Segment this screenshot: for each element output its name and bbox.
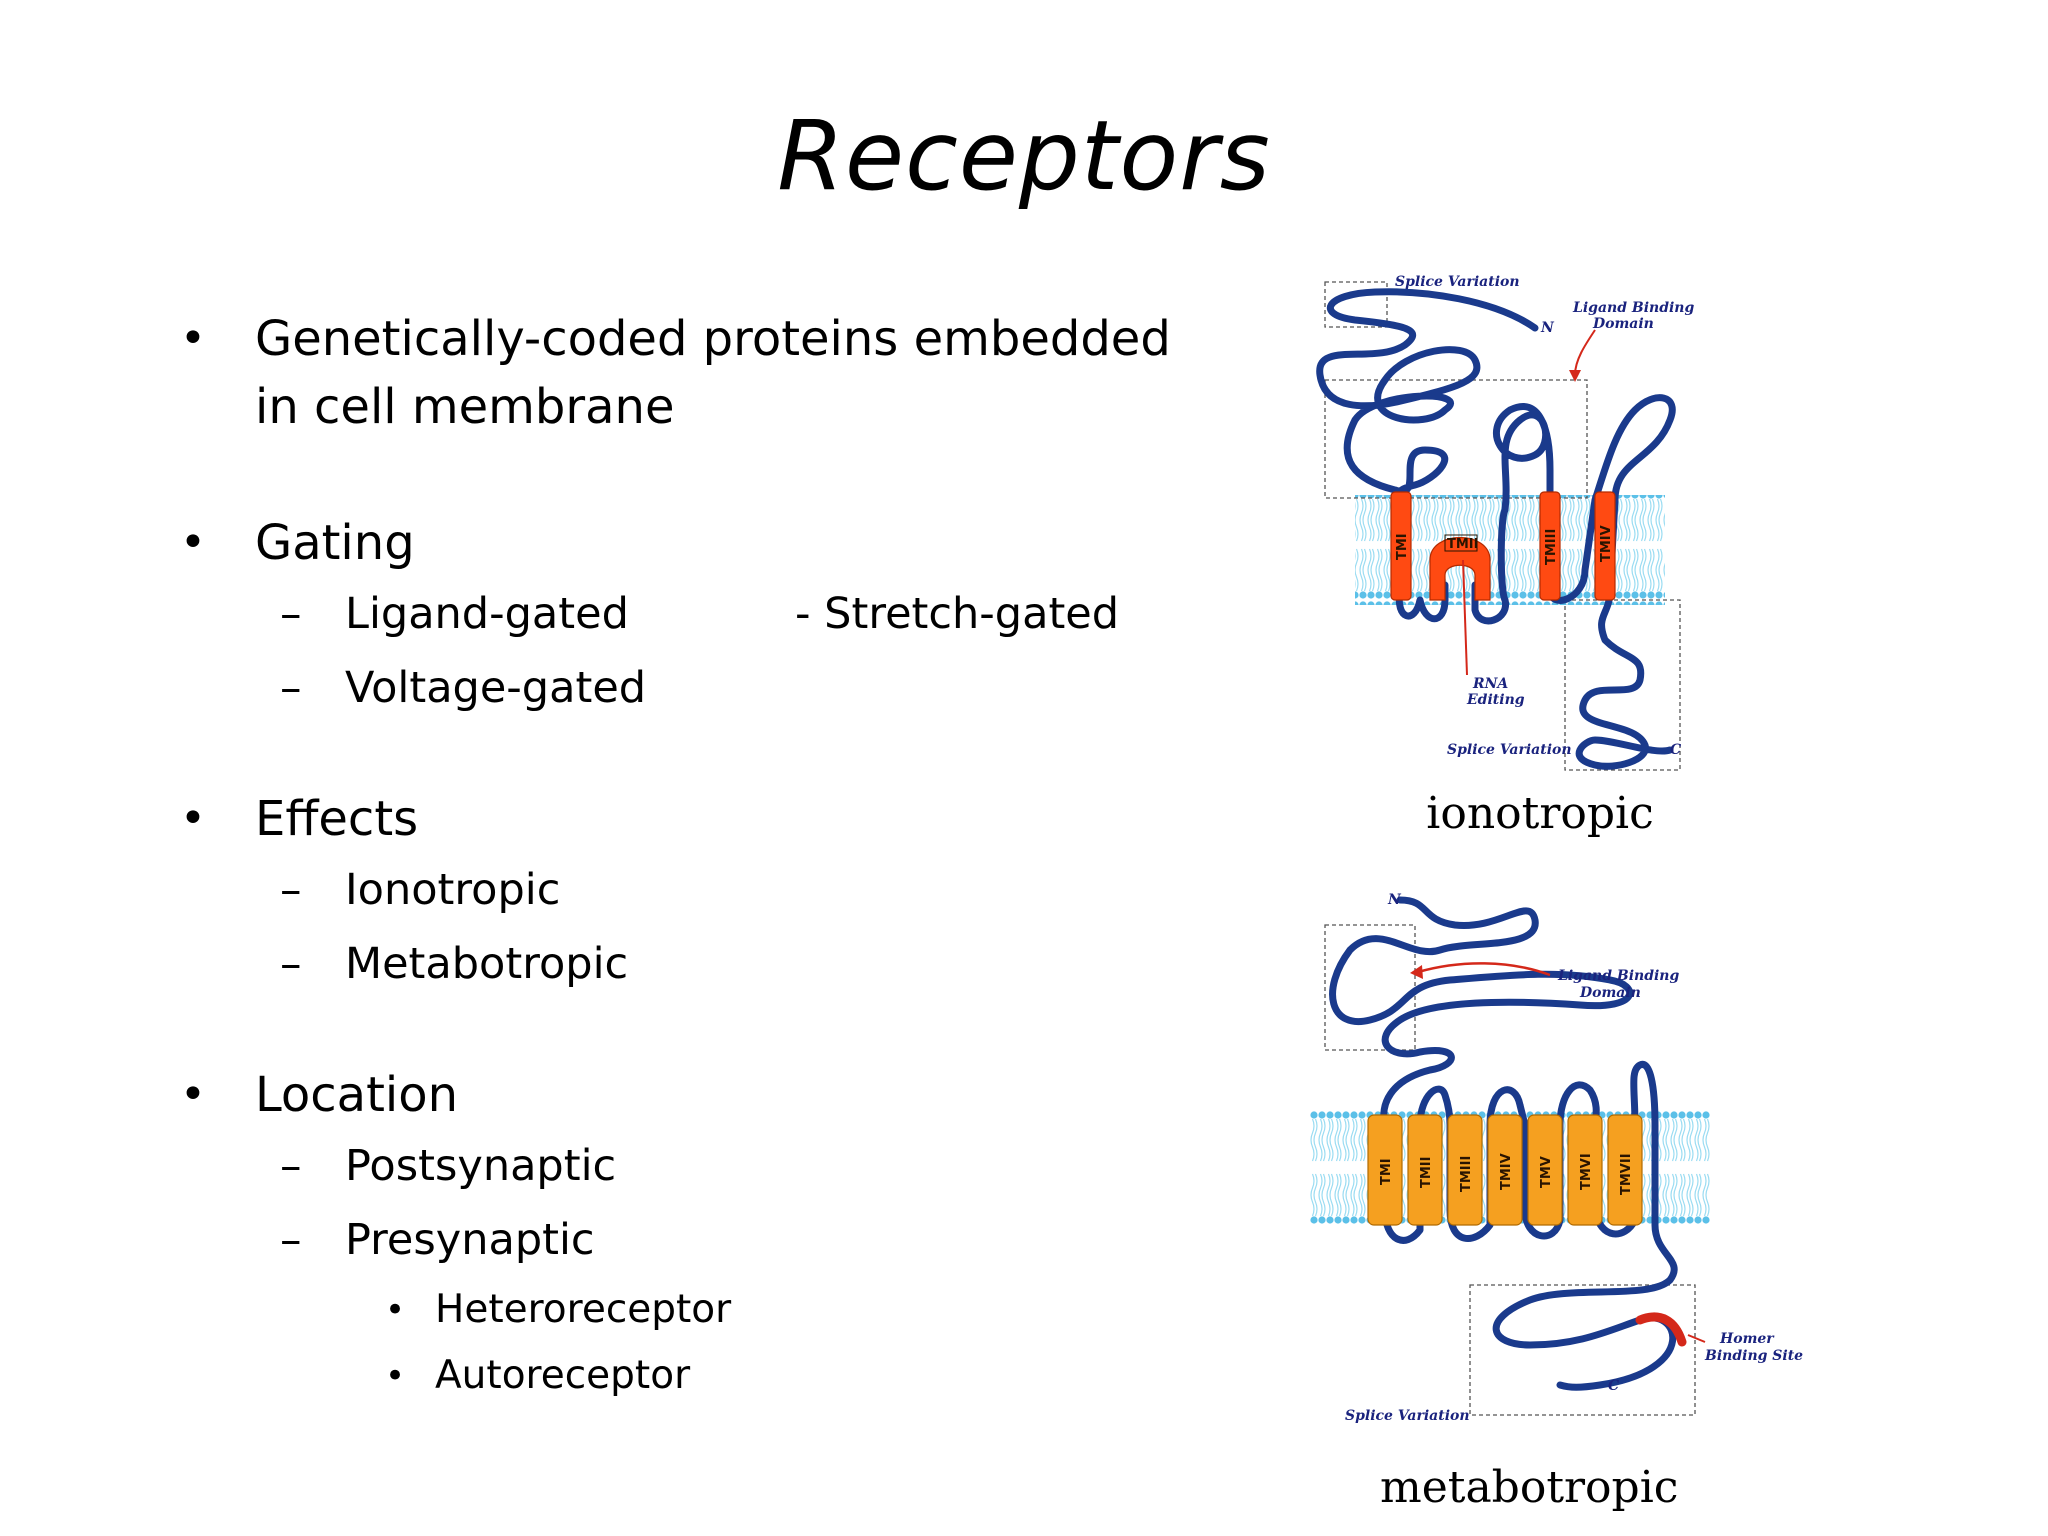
bullet-location: • Location bbox=[180, 1061, 1230, 1129]
helix-3 bbox=[1447, 1114, 1483, 1226]
subitem-metabotropic: – Metabotropic bbox=[180, 927, 1230, 1001]
splice-label-bottom: Splice Variation bbox=[1447, 742, 1572, 758]
ligand-label-line2: Domain bbox=[1579, 985, 1641, 1001]
rna-label-line1: RNA bbox=[1472, 676, 1508, 692]
subsubitem-heteroreceptor: • Heteroreceptor bbox=[180, 1277, 1230, 1343]
bullet-text-line2: in cell membrane bbox=[255, 379, 675, 435]
dash-marker: – bbox=[280, 663, 302, 713]
ligand-label-line1: Ligand Binding bbox=[1572, 300, 1694, 316]
bullet-marker: • bbox=[385, 1356, 406, 1396]
helix-label: TMVII bbox=[1619, 1153, 1634, 1195]
bullet-effects: • Effects bbox=[180, 785, 1230, 853]
helix-label: TMII bbox=[1419, 1157, 1434, 1188]
protein-chain bbox=[1329, 896, 1678, 1391]
dash-marker: – bbox=[280, 939, 302, 989]
tm-segment-1 bbox=[1390, 491, 1412, 601]
ligand-arrow bbox=[1417, 962, 1551, 977]
splice-box-top bbox=[1324, 281, 1388, 328]
helix-label: TMVI bbox=[1579, 1153, 1594, 1190]
bullet-text: Location bbox=[255, 1067, 459, 1123]
dash-marker: – bbox=[280, 1215, 302, 1265]
subitem-text: Ionotropic bbox=[345, 865, 561, 915]
tm-segment-3 bbox=[1539, 491, 1561, 601]
helix-6 bbox=[1567, 1114, 1603, 1226]
ligand-label-line1: Ligand Binding bbox=[1557, 968, 1679, 984]
subitem-presynaptic: – Presynaptic bbox=[180, 1203, 1230, 1277]
splice-label-top: Splice Variation bbox=[1395, 274, 1520, 290]
bullet-marker: • bbox=[180, 793, 206, 844]
helix-group bbox=[1367, 1114, 1643, 1226]
subitem-stretch-gated: - Stretch-gated bbox=[795, 589, 1120, 639]
ligand-arrowhead bbox=[1410, 965, 1423, 979]
bullet-outline: • Genetically-coded proteins embedded in… bbox=[180, 305, 1230, 1409]
subsubitem-text: Autoreceptor bbox=[435, 1353, 691, 1398]
homer-binding-segment bbox=[1635, 1312, 1687, 1347]
rna-editing-line bbox=[1462, 559, 1468, 676]
subitem-postsynaptic: – Postsynaptic bbox=[180, 1129, 1230, 1203]
helix-label: TMIV bbox=[1499, 1153, 1514, 1190]
helix-1 bbox=[1367, 1114, 1403, 1226]
bullet-text: Gating bbox=[255, 515, 415, 571]
helix-2 bbox=[1407, 1114, 1443, 1226]
rna-label-line2: Editing bbox=[1466, 692, 1525, 708]
helix-label: TMIII bbox=[1459, 1156, 1474, 1192]
slide-title: Receptors bbox=[777, 100, 1271, 212]
subitem-text: Metabotropic bbox=[345, 939, 629, 989]
subitem-text: Ligand-gated bbox=[345, 589, 629, 639]
tm-label: TMIII bbox=[1544, 529, 1559, 565]
tm-segment-4 bbox=[1594, 491, 1616, 601]
ligand-arrowhead bbox=[1569, 370, 1581, 382]
metabotropic-diagram: TMI TMII TMIII TMIV TMV TMVI TMVII N Lig… bbox=[1310, 892, 1803, 1424]
dash-marker: – bbox=[280, 589, 302, 639]
subitem-ionotropic: – Ionotropic bbox=[180, 853, 1230, 927]
ionotropic-caption: ionotropic bbox=[1426, 788, 1654, 839]
tm-label: TMI bbox=[1395, 533, 1410, 560]
c-terminus-label: C bbox=[1608, 1378, 1619, 1394]
helix-7 bbox=[1607, 1114, 1643, 1226]
subitem-text: Voltage-gated bbox=[345, 663, 647, 713]
bullet-marker: • bbox=[385, 1290, 406, 1330]
bullet-marker: • bbox=[180, 313, 206, 364]
helix-label: TMV bbox=[1539, 1156, 1554, 1188]
helix-5 bbox=[1527, 1114, 1563, 1226]
c-terminus-label: C bbox=[1670, 742, 1681, 758]
metabotropic-caption: metabotropic bbox=[1380, 1462, 1679, 1513]
splice-label: Splice Variation bbox=[1345, 1408, 1470, 1424]
ionotropic-diagram: TMI TMII TMIII TMIV Splice Variation Lig… bbox=[1316, 274, 1694, 771]
homer-label-line1: Homer bbox=[1719, 1331, 1775, 1347]
subitem-text: Postsynaptic bbox=[345, 1141, 617, 1191]
subitem-text: Presynaptic bbox=[345, 1215, 595, 1265]
homer-splice-box bbox=[1469, 1284, 1696, 1416]
tm-segment-2-label-box bbox=[1444, 534, 1478, 552]
bullet-proteins: • Genetically-coded proteins embedded in… bbox=[180, 305, 1230, 441]
dash-marker: – bbox=[280, 1141, 302, 1191]
splice-box-bottom bbox=[1564, 599, 1681, 771]
tm-segment-2 bbox=[1429, 537, 1491, 601]
dash-marker: – bbox=[280, 865, 302, 915]
bullet-marker: • bbox=[180, 1069, 206, 1120]
bullet-gating: • Gating bbox=[180, 509, 1230, 577]
homer-label-line2: Binding Site bbox=[1704, 1348, 1803, 1364]
subitem-ligand-gated: – Ligand-gated - Stretch-gated bbox=[180, 577, 1230, 651]
ligand-arrow bbox=[1574, 329, 1596, 376]
bullet-marker: • bbox=[180, 517, 206, 568]
ligand-label-line2: Domain bbox=[1592, 316, 1654, 332]
tm-label: TMII bbox=[1447, 537, 1478, 552]
helix-label: TMI bbox=[1379, 1158, 1394, 1185]
n-terminus-label: N bbox=[1387, 892, 1402, 908]
tm-label: TMIV bbox=[1599, 525, 1614, 562]
metabotropic-receptor-figure: TMI TMII TMIII TMIV TMV TMVI TMVII N Lig… bbox=[1310, 880, 1810, 1440]
homer-arrow bbox=[1687, 1334, 1706, 1343]
ligand-domain-box bbox=[1324, 379, 1588, 499]
helix-4 bbox=[1487, 1114, 1523, 1226]
subsubitem-text: Heteroreceptor bbox=[435, 1287, 732, 1332]
ligand-domain-box bbox=[1324, 924, 1416, 1051]
ionotropic-receptor-figure: TMI TMII TMIII TMIV Splice Variation Lig… bbox=[1295, 270, 1715, 790]
subsubitem-autoreceptor: • Autoreceptor bbox=[180, 1343, 1230, 1409]
n-terminus-label: N bbox=[1540, 320, 1555, 336]
protein-chain bbox=[1316, 288, 1676, 770]
subitem-voltage-gated: – Voltage-gated bbox=[180, 651, 1230, 725]
bullet-text: Effects bbox=[255, 791, 419, 847]
bullet-text-line1: Genetically-coded proteins embedded bbox=[255, 311, 1171, 367]
